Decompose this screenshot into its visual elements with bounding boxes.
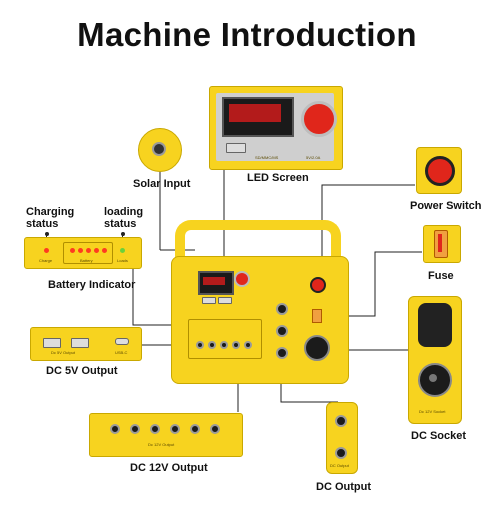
dc12v-panel-caption: Dc 12V Output: [148, 442, 175, 447]
power-switch-panel: [416, 147, 462, 194]
usb-a-port-1: [43, 338, 61, 348]
battery-indicator-label: Battery Indicator: [48, 279, 136, 291]
device-body: [171, 256, 349, 384]
dc5v-panel-caption: Dc 5V Output: [51, 350, 76, 355]
power-switch: [425, 156, 455, 186]
dc-12v-output-label: DC 12V Output: [130, 462, 208, 474]
battery-caption: Battery: [80, 258, 93, 263]
loading-status-label: loading status: [104, 206, 144, 230]
dc-socket-label: DC Socket: [411, 430, 467, 442]
power-switch-label: Power Switch: [410, 200, 482, 212]
device-socket: [304, 335, 330, 361]
usb-c-caption: USB-C: [115, 350, 128, 355]
usb-port: [226, 143, 246, 153]
dc-output-label: DC Output: [316, 481, 371, 493]
dc5v-output-panel: Dc 5V Output USB-C: [30, 327, 142, 361]
led-screen-label: LED Screen: [247, 172, 309, 184]
page-title: Machine Introduction: [77, 16, 417, 53]
led-screen-card-caption: SD/MMC/MS: [255, 155, 279, 160]
device-handle: [175, 220, 341, 270]
led-screen-ports-caption: 5V/2.0A: [306, 155, 321, 160]
dc-output-panel-caption: DC Output: [330, 463, 349, 468]
loads-caption: Loads: [117, 258, 128, 263]
dc-socket-panel: Dc 12V Socket: [408, 296, 462, 424]
battery-indicator-panel: Charge Battery Loads: [24, 237, 142, 269]
charge-led: [44, 248, 49, 253]
socket-panel-caption: Dc 12V Socket: [419, 409, 446, 414]
usb-a-port-2: [71, 338, 89, 348]
dc12v-output-panel: Dc 12V Output: [89, 413, 243, 457]
device-power-switch: [310, 277, 326, 293]
led-screen-panel: SD/MMC/MS 5V/2.0A: [209, 86, 343, 170]
dc-5v-output-label: DC 5V Output: [46, 365, 118, 377]
fuse-panel: [423, 225, 461, 263]
usb-c-port: [115, 338, 129, 345]
solar-input-label: Solar Input: [133, 178, 191, 190]
dc-output-panel: DC Output: [326, 402, 358, 474]
fuse-label: Fuse: [428, 270, 454, 282]
charging-status-label: Charging status: [26, 206, 75, 230]
socket-cap-icon: [418, 303, 452, 347]
charge-caption: Charge: [39, 258, 53, 263]
led-screen-knob: [301, 101, 337, 137]
solar-input-panel: [138, 128, 182, 172]
loads-led: [120, 248, 125, 253]
